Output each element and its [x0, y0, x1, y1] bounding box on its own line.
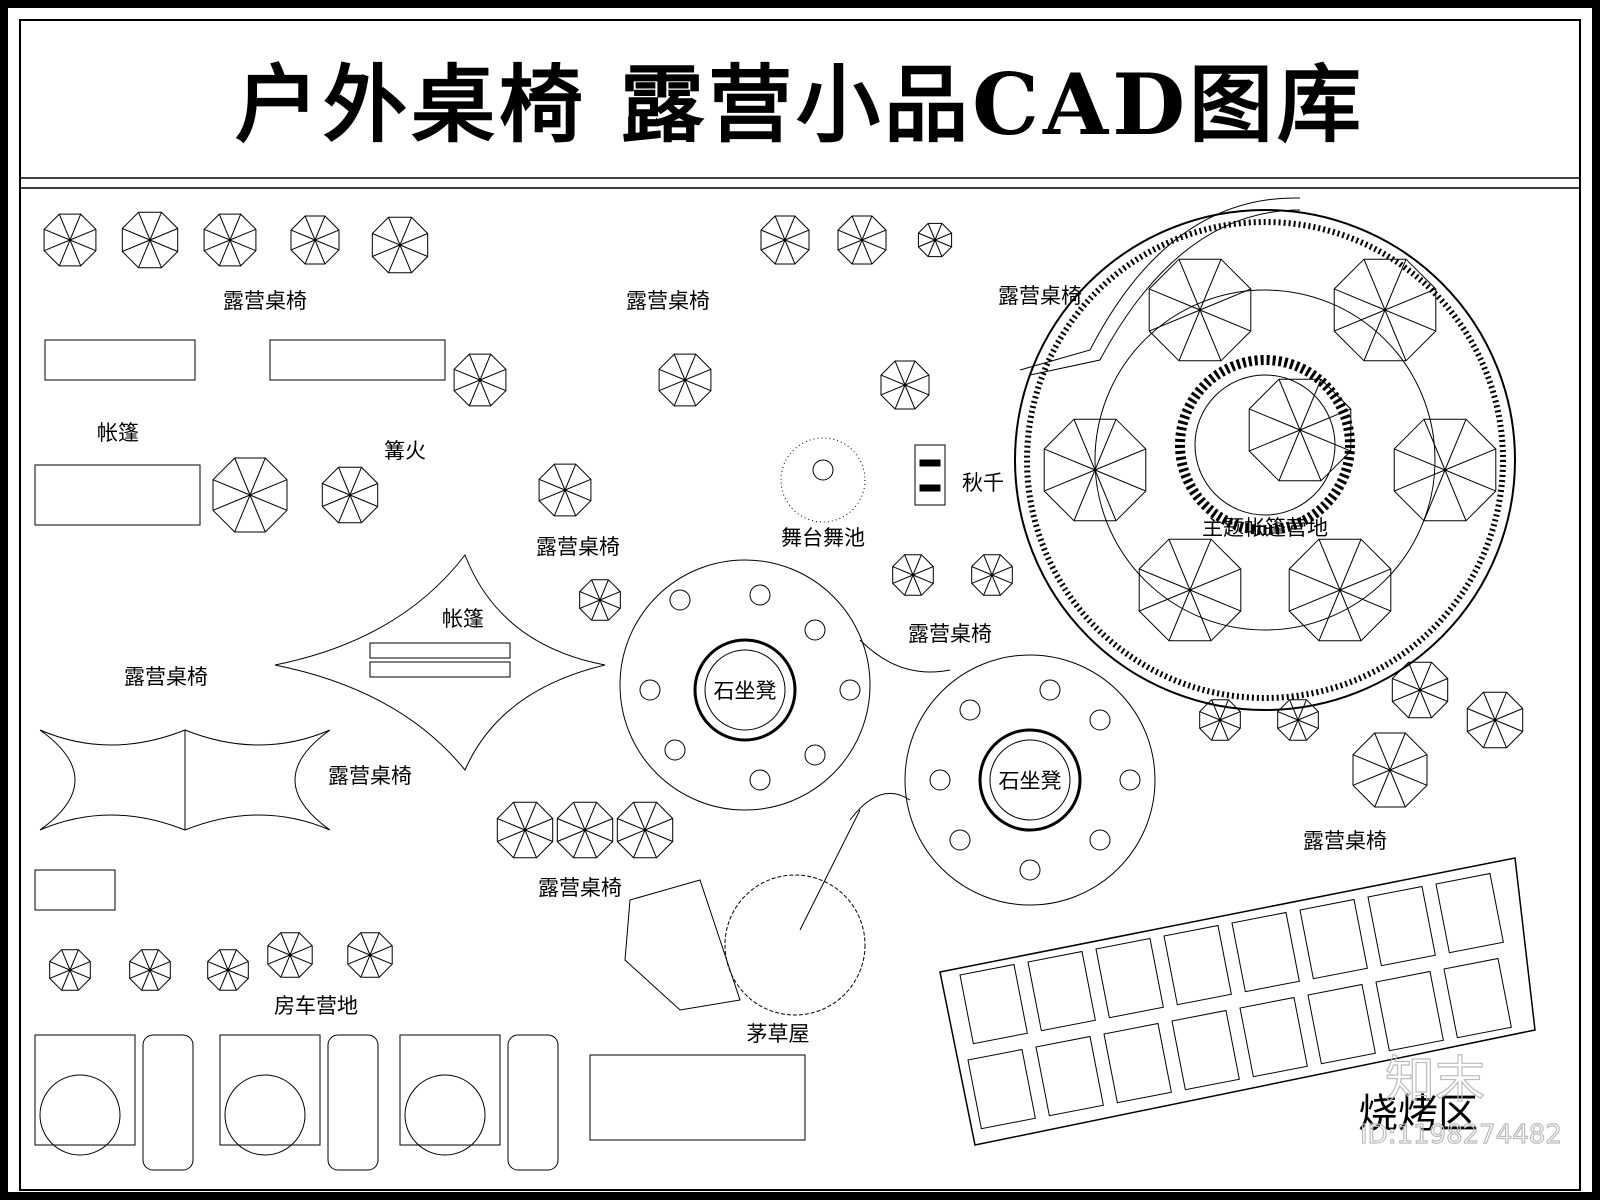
theme-tent-camp-plan — [1014, 197, 1516, 711]
seat-icon — [1019, 859, 1041, 881]
bbq-table-icon — [1367, 885, 1436, 967]
bbq-table-icon — [1035, 1035, 1104, 1117]
seat-icon — [839, 679, 861, 701]
bbq-table-icon — [1171, 1009, 1240, 1091]
label-tent: 帐篷 — [442, 607, 484, 631]
seat-icon — [959, 699, 981, 721]
bbq-tables — [959, 872, 1512, 1130]
seat-icon — [1119, 769, 1141, 791]
bbq-table-icon — [1375, 970, 1444, 1052]
bbq-table-icon — [1163, 924, 1232, 1006]
label-camp-table: 露营桌椅 — [998, 284, 1082, 308]
umbrella-icon — [43, 213, 97, 267]
seat-icon — [664, 739, 686, 761]
bbq-table-icon — [1095, 937, 1164, 1019]
label-tent: 帐篷 — [97, 421, 139, 445]
seat-icon — [1089, 709, 1111, 731]
umbrella-icon — [203, 213, 257, 267]
watermark-logo: 知末 — [1384, 1050, 1485, 1109]
bbq-table-icon — [1443, 957, 1512, 1039]
umbrella-tables — [43, 211, 1524, 991]
bbq-table-icon — [1307, 983, 1376, 1065]
car-icon — [142, 1034, 194, 1171]
label-stone-bench: 石坐凳 — [998, 769, 1062, 793]
label-camp-table: 露营桌椅 — [538, 876, 622, 900]
theme-camp-umbrellas — [1043, 258, 1497, 642]
seat-icon — [929, 769, 951, 791]
label-stone-bench: 石坐凳 — [713, 679, 777, 703]
seat-icon — [1089, 829, 1111, 851]
label-camp-table: 露营桌椅 — [124, 665, 208, 689]
label-camp-table: 露营桌椅 — [536, 535, 620, 559]
bbq-table-icon — [1299, 898, 1368, 980]
umbrella-icon — [347, 932, 393, 978]
label-rv-camp: 房车营地 — [274, 994, 358, 1018]
tent-benches — [369, 642, 511, 678]
rv-camp-lots — [34, 1034, 559, 1171]
shade-tent-row — [34, 339, 806, 1141]
seat-icon — [804, 744, 826, 766]
seat-icon — [949, 829, 971, 851]
bbq-area-plan — [939, 857, 1536, 1146]
bbq-table-icon — [959, 963, 1028, 1045]
label-stage: 舞台舞池 — [781, 526, 865, 550]
bbq-table-icon — [1239, 996, 1308, 1078]
stage-dance-floor — [780, 437, 866, 523]
umbrella-icon — [267, 932, 313, 978]
label-camp-table: 露营桌椅 — [626, 289, 710, 313]
tent-canopy — [274, 553, 606, 771]
drawing-title: 户外桌椅 露营小品CAD图库 — [234, 55, 1366, 154]
inner-frame — [19, 19, 1581, 1191]
label-camp-table: 露营桌椅 — [328, 764, 412, 788]
seat-icon — [749, 584, 771, 606]
bbq-table-icon — [1231, 911, 1300, 993]
umbrella-icon — [658, 353, 712, 407]
umbrella-icon — [212, 457, 288, 533]
bbq-table-icon — [967, 1048, 1036, 1130]
label-camp-table: 露营桌椅 — [1303, 829, 1387, 853]
car-icon — [507, 1034, 559, 1171]
thatched-hut — [624, 809, 866, 1016]
watermark-id: ID:1198274482 — [1359, 1119, 1562, 1150]
label-theme-camp: 主题帐篷营地 — [1202, 516, 1328, 540]
label-camp-table: 露营桌椅 — [908, 622, 992, 646]
seat-icon — [669, 589, 691, 611]
seat-icon — [804, 619, 826, 641]
umbrella-icon — [1352, 732, 1428, 808]
umbrella-icon — [453, 353, 507, 407]
seat-icon — [1039, 679, 1061, 701]
bbq-table-icon — [1435, 872, 1504, 954]
car-icon — [327, 1034, 379, 1171]
label-bbq-area: 烧烤区 — [1358, 1091, 1478, 1137]
label-camp-table: 露营桌椅 — [223, 289, 307, 313]
seat-icon — [749, 769, 771, 791]
umbrella-icon — [538, 463, 592, 517]
label-bonfire: 篝火 — [384, 439, 426, 463]
stone-bench-area-1 — [619, 559, 871, 811]
label-thatched-hut: 茅草屋 — [746, 1022, 810, 1046]
label-swing: 秋千 — [962, 471, 1004, 495]
stone-bench-seats — [639, 584, 1141, 881]
bbq-table-icon — [1103, 1022, 1172, 1104]
bbq-table-icon — [1027, 950, 1096, 1032]
swing — [914, 444, 946, 506]
seat-icon — [639, 679, 661, 701]
stone-bench-area-2 — [849, 639, 1156, 906]
